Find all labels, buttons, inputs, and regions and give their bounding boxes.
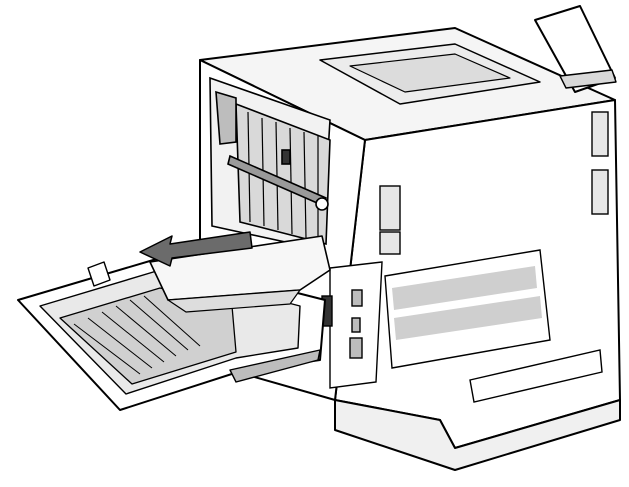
printer-base-tray (334, 399, 621, 471)
fuser-roller-end (315, 197, 329, 211)
duplex-guide-ribs (73, 295, 201, 375)
fuser-lever (215, 90, 237, 145)
usb-port (351, 317, 361, 333)
side-vent-3 (591, 111, 609, 157)
jammed-paper-sheet (149, 235, 331, 301)
fuser-unit (235, 102, 331, 246)
top-flap-hinge (559, 69, 617, 89)
door-hinge-arm (229, 349, 321, 383)
side-vent-4 (591, 169, 609, 215)
jammed-paper-sheet-icon (149, 235, 331, 313)
rear-ports-panel (321, 261, 383, 389)
side-panel-details (379, 111, 609, 403)
door-tab-left (87, 261, 111, 287)
side-vent-1 (379, 185, 401, 231)
power-port (349, 337, 363, 359)
fuser-tab (281, 149, 291, 165)
pull-direction-arrow-icon (139, 231, 253, 267)
fuser-area (209, 76, 331, 251)
top-rear-flap (534, 5, 617, 93)
tray-handle (469, 349, 603, 403)
side-vent-2 (379, 231, 401, 255)
jammed-paper-fold (167, 289, 301, 313)
side-label-stripe-2 (394, 296, 542, 340)
pull-arrow (139, 231, 253, 267)
side-label-stripe-1 (392, 266, 537, 310)
output-bin-slot (349, 53, 511, 93)
ethernet-port (351, 289, 363, 307)
